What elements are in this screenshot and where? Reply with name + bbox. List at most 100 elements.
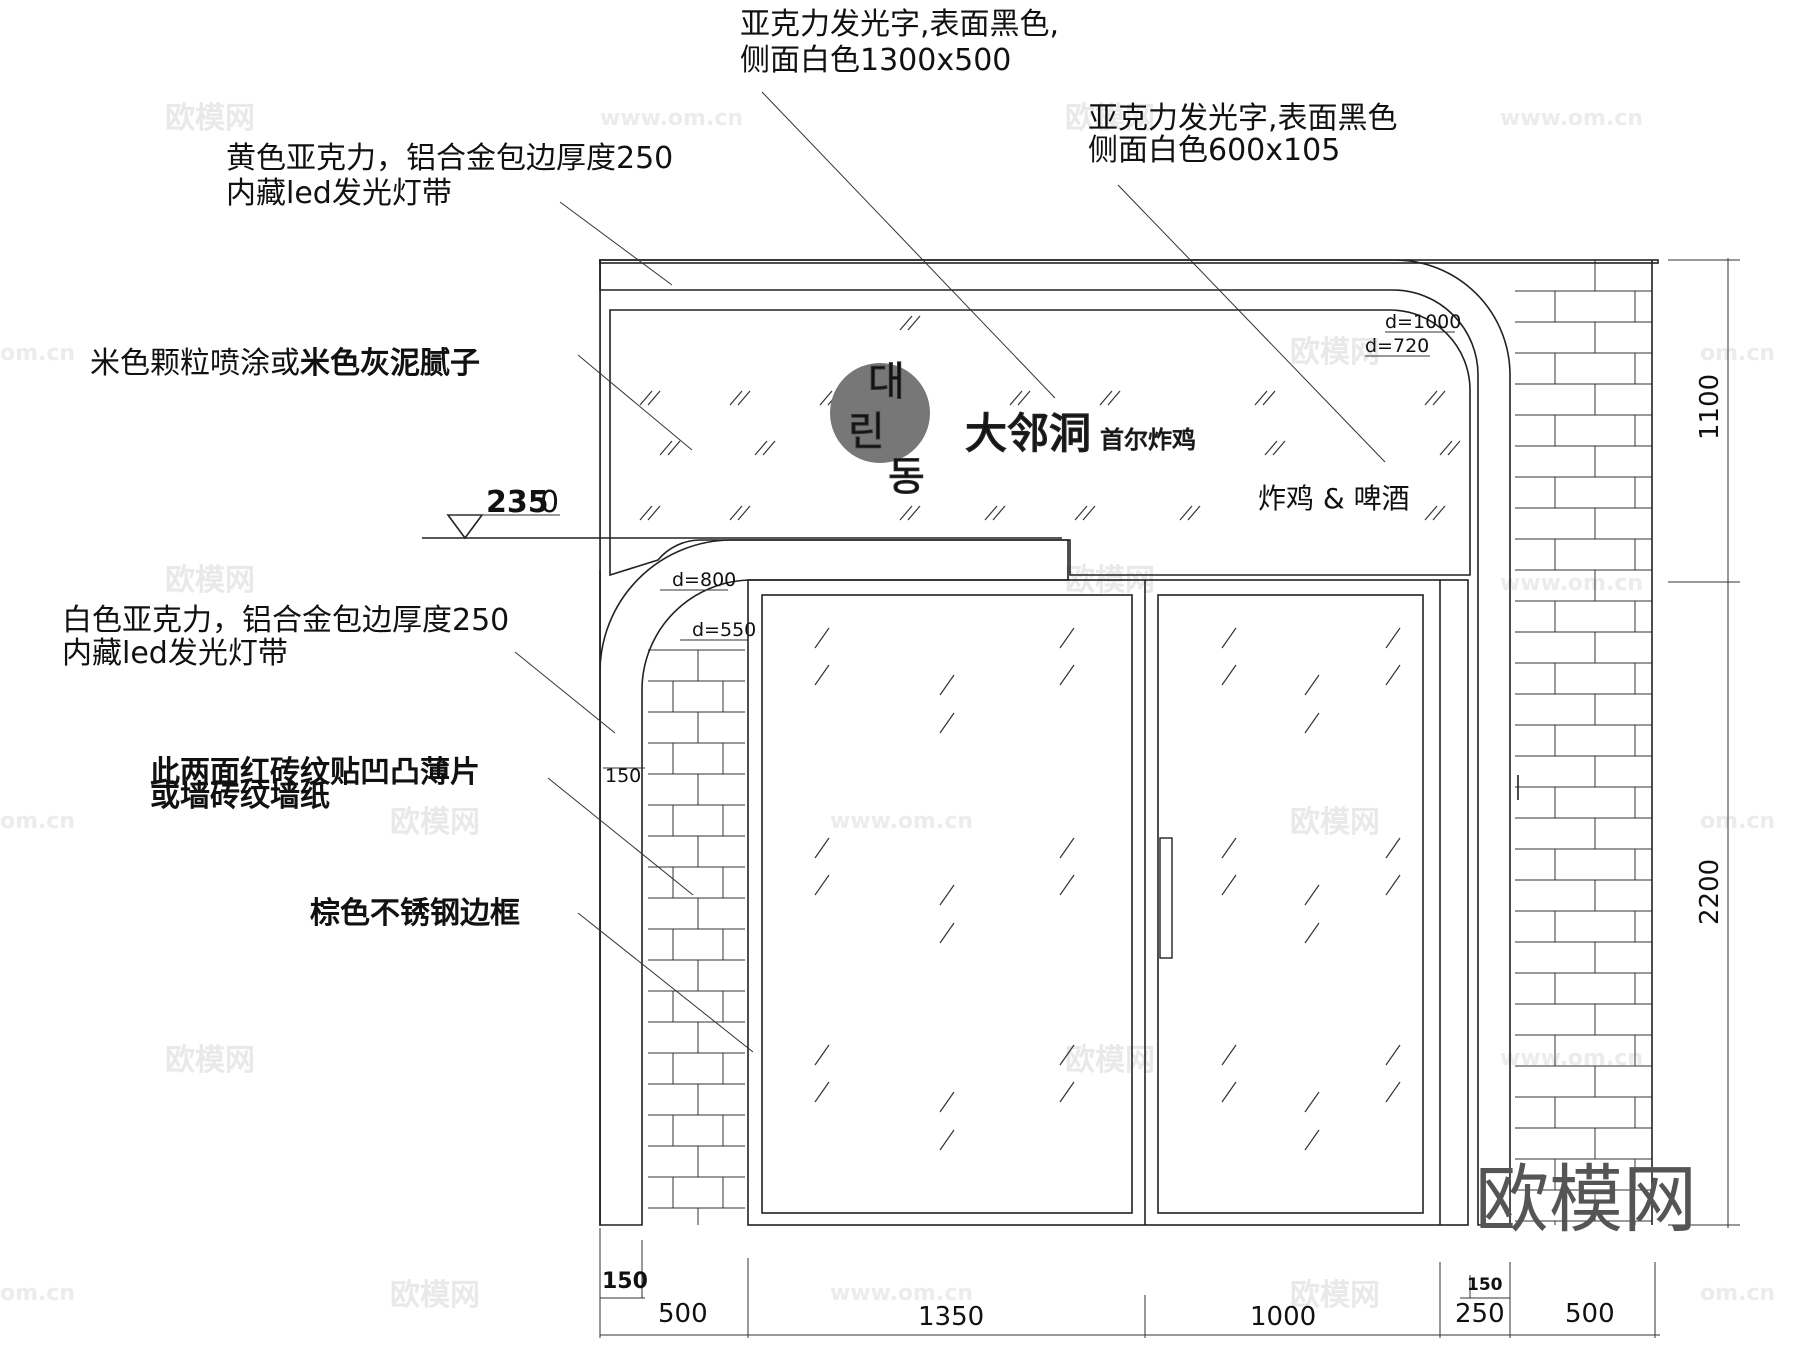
note-beige-spray-text: 米色颗粒喷涂或 [90, 346, 300, 381]
bottom-dim-1350: 1350 [918, 1302, 984, 1332]
glass-hatch-mark [1059, 627, 1075, 649]
watermark-url: www.om.cn [830, 1281, 973, 1306]
bottom-dim-150-right: 150 [1467, 1275, 1503, 1295]
brick-wall-left [648, 649, 745, 1225]
watermark-url: om.cn [0, 1281, 75, 1306]
glass-hatch-mark [1082, 505, 1096, 521]
glass-hatch-mark [1099, 390, 1113, 406]
left-band-dim: 150 [605, 765, 641, 787]
glass-hatch-mark [1304, 884, 1320, 906]
glass-hatch-mark [899, 505, 913, 521]
leader-line [547, 777, 694, 896]
glass-hatch-mark [907, 315, 921, 331]
radius-label-left-inner: d=550 [692, 619, 756, 641]
leader-line [577, 912, 754, 1053]
glass-hatch-mark [1009, 390, 1023, 406]
glass-hatch-mark [1221, 1044, 1237, 1066]
glass-hatch-mark [1221, 1081, 1237, 1103]
leader-line [559, 201, 673, 286]
glass-hatch-mark [1221, 874, 1237, 896]
glass-hatch-mark [1304, 674, 1320, 696]
yellow-acrylic-band [599, 259, 1511, 1226]
elevation-value-bold: 235 [486, 485, 549, 520]
glass-hatch-mark [1304, 1129, 1320, 1151]
watermark-cn: 欧模网 [390, 805, 480, 840]
glass-hatch-mark [814, 664, 830, 686]
beige-sign-panel [609, 309, 1471, 577]
glass-hatch-mark [1432, 390, 1446, 406]
glass-hatch-mark [737, 505, 751, 521]
watermark-url: om.cn [0, 809, 75, 834]
note-steel-frame: 棕色不锈钢边框 [310, 896, 520, 931]
glass-hatch-mark [1059, 837, 1075, 859]
note-acrylic-small-2: 侧面白色600x105 [1088, 133, 1340, 168]
glass-hatch-mark [1272, 440, 1286, 456]
glass-hatch-mark [1385, 1081, 1401, 1103]
sign-panel-hatching [639, 315, 1461, 521]
glass-hatch-mark [1059, 1044, 1075, 1066]
glass-hatch-mark [814, 627, 830, 649]
glass-door-right [1157, 594, 1424, 1214]
brand-watermark: 欧模网 [1475, 1157, 1697, 1243]
glass-hatch-mark [899, 315, 913, 331]
glass-hatch-mark [1221, 664, 1237, 686]
glass-hatch-mark [1304, 712, 1320, 734]
glass-hatch-mark [939, 922, 955, 944]
glass-hatch-mark [1385, 627, 1401, 649]
glass-hatch-mark [814, 1044, 830, 1066]
white-acrylic-band [599, 539, 1069, 1226]
watermark-url: om.cn [1700, 341, 1775, 366]
glass-hatch-mark [1385, 1044, 1401, 1066]
glass-hatch-mark [1447, 440, 1461, 456]
glass-hatch-mark [992, 505, 1006, 521]
glass-hatch-mark [1059, 1081, 1075, 1103]
note-acrylic-big-2: 侧面白色1300x500 [740, 43, 1011, 78]
watermark-cn: 欧模网 [1065, 101, 1155, 136]
logo-korean-3: 동 [888, 454, 925, 500]
glass-hatch-mark [1074, 505, 1088, 521]
glass-hatch-mark [1107, 390, 1121, 406]
sign-menu-text: 炸鸡 & 啤酒 [1258, 482, 1410, 515]
leader-line [514, 651, 616, 734]
glass-hatch-mark [984, 505, 998, 521]
bottom-dim-1000: 1000 [1250, 1302, 1316, 1332]
elevation-triangle [446, 514, 484, 540]
glass-hatch-mark [1385, 837, 1401, 859]
glass-hatch-mark [729, 390, 743, 406]
door-glass-hatching [814, 627, 1401, 1151]
glass-hatch-mark [737, 390, 751, 406]
watermark-url: www.om.cn [830, 809, 973, 834]
elevation-value-rest: 0 [540, 485, 559, 520]
glass-hatch-mark [647, 390, 661, 406]
glass-hatch-mark [762, 440, 776, 456]
glass-hatch-mark [659, 440, 673, 456]
sign-chinese-name: 大邻洞 [965, 409, 1091, 458]
radius-label-left-outer: d=800 [672, 569, 736, 591]
glass-hatch-mark [639, 390, 653, 406]
glass-hatch-mark [819, 390, 833, 406]
glass-hatch-mark [754, 440, 768, 456]
glass-hatch-mark [939, 674, 955, 696]
watermark-url: www.om.cn [1500, 106, 1643, 131]
note-brick-2: 或墙砖纹墙纸 [150, 779, 330, 814]
glass-hatch-mark [1059, 874, 1075, 896]
glass-hatch-mark [1304, 1091, 1320, 1113]
glass-hatch-mark [1432, 505, 1446, 521]
sign-chinese-sub: 首尔炸鸡 [1100, 426, 1196, 454]
watermark-cn: 欧模网 [165, 101, 255, 136]
door-handle [1159, 837, 1173, 959]
glass-hatch-mark [1179, 505, 1193, 521]
watermark-url: www.om.cn [1500, 1046, 1643, 1071]
glass-hatch-mark [1264, 440, 1278, 456]
leader-line [577, 354, 693, 451]
glass-hatch-mark [1385, 874, 1401, 896]
glass-hatch-mark [1221, 837, 1237, 859]
glass-hatch-mark [814, 874, 830, 896]
glass-hatch-mark [1262, 390, 1276, 406]
watermark-url: om.cn [1700, 809, 1775, 834]
leader-line [1117, 184, 1386, 463]
bottom-dim-250: 250 [1455, 1299, 1505, 1329]
leader-line [761, 91, 1056, 399]
glass-hatch-mark [647, 505, 661, 521]
